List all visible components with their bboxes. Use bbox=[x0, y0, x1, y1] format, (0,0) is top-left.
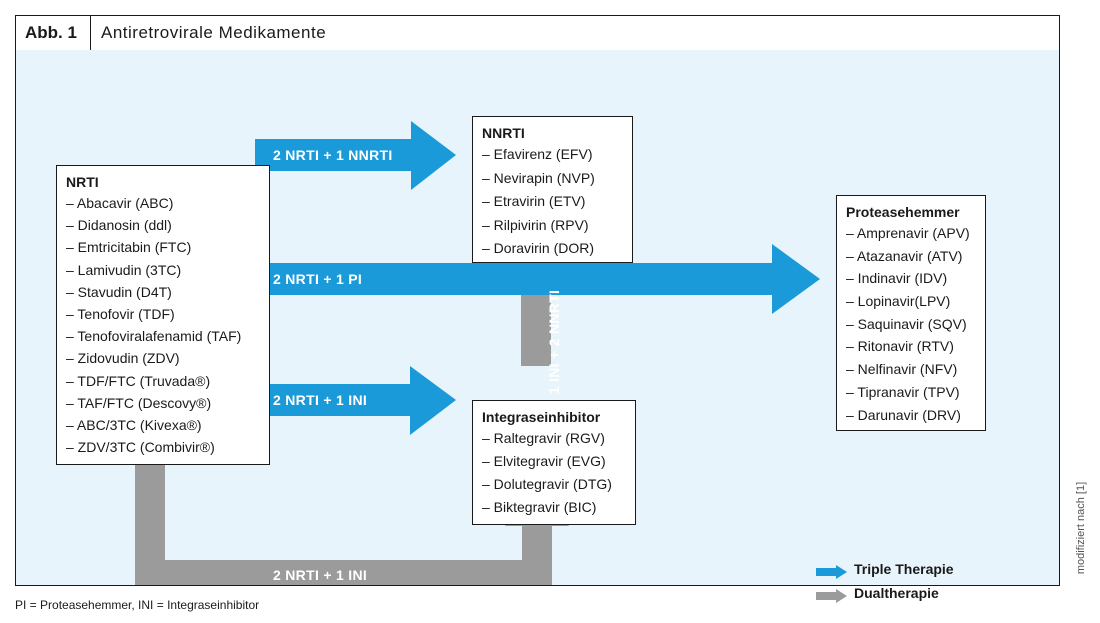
nnrti-item: – Etravirin (ETV) bbox=[482, 193, 586, 209]
protease-item: – Tipranavir (TPV) bbox=[846, 383, 960, 400]
legend: Triple Therapie Dualtherapie bbox=[816, 560, 986, 608]
nrti-box: NRTI – Abacavir (ABC) – Didanosin (ddl) … bbox=[56, 165, 270, 465]
nrti-item: – ABC/3TC (Kivexa®) bbox=[66, 416, 202, 433]
arrow-label-dual-vertical: 1 INI + 2 NNRTI bbox=[546, 289, 562, 395]
protease-item: – Atazanavir (ATV) bbox=[846, 247, 963, 264]
arrow-label-to-protease: 2 NRTI + 1 PI bbox=[273, 271, 363, 287]
source-note: modifiziert nach [1] bbox=[1075, 481, 1087, 575]
nrti-item: – Emtricitabin (FTC) bbox=[66, 239, 192, 256]
figure-title: Antiretrovirale Medikamente bbox=[101, 23, 327, 42]
nnrti-item: – Efavirenz (EFV) bbox=[482, 146, 593, 162]
legend-row-triple: Triple Therapie bbox=[816, 560, 986, 584]
integrase-item: – Raltegravir (RGV) bbox=[482, 430, 605, 446]
arrow-label-dual-bottom: 2 NRTI + 1 INI bbox=[273, 567, 368, 583]
integrase-box: Integraseinhibitor – Raltegravir (RGV) –… bbox=[472, 400, 636, 525]
protease-item: – Lopinavir(LPV) bbox=[846, 293, 951, 310]
legend-row-dual: Dualtherapie bbox=[816, 584, 986, 608]
nrti-item: – ZDV/3TC (Combivir®) bbox=[66, 439, 215, 456]
protease-item: – Amprenavir (APV) bbox=[846, 225, 970, 241]
diagram-area: 2 NRTI + 1 NNRTI 2 NRTI + 1 PI 2 NRTI + … bbox=[16, 50, 1059, 603]
legend-dual-arrow-icon bbox=[816, 589, 847, 603]
figure-label: Abb. 1 bbox=[16, 16, 91, 50]
nrti-item: – TAF/FTC (Descovy®) bbox=[66, 394, 212, 411]
protease-item: – Indinavir (IDV) bbox=[846, 270, 948, 287]
nrti-item: – Tenofovir (TDF) bbox=[66, 305, 175, 322]
triple-arrow-to-nnrti bbox=[255, 121, 456, 190]
protease-item: – Nelfinavir (NFV) bbox=[846, 361, 958, 378]
legend-dual-label: Dualtherapie bbox=[854, 585, 939, 601]
nrti-title: NRTI bbox=[66, 174, 99, 190]
nrti-item: – Zidovudin (ZDV) bbox=[66, 350, 180, 367]
protease-box: Proteasehemmer – Amprenavir (APV) – Ataz… bbox=[836, 195, 986, 431]
nrti-item: – Didanosin (ddl) bbox=[66, 217, 172, 234]
figure-header: Abb. 1 Antiretrovirale Medikamente bbox=[16, 16, 1059, 51]
nnrti-item: – Doravirin (DOR) bbox=[482, 240, 595, 256]
dual-therapy-arrow-bottom bbox=[135, 416, 569, 585]
integrase-item: – Biktegravir (BIC) bbox=[482, 499, 597, 515]
nrti-item: – Stavudin (D4T) bbox=[66, 283, 172, 300]
protease-item: – Ritonavir (RTV) bbox=[846, 338, 954, 355]
nnrti-title: NNRTI bbox=[482, 125, 525, 141]
nrti-item: – TDF/FTC (Truvada®) bbox=[66, 372, 211, 389]
legend-triple-label: Triple Therapie bbox=[854, 561, 954, 577]
triple-arrow-to-protease bbox=[255, 244, 820, 314]
legend-triple-arrow-icon bbox=[816, 565, 847, 579]
nnrti-item: – Rilpivirin (RPV) bbox=[482, 216, 589, 233]
protease-title: Proteasehemmer bbox=[846, 204, 960, 220]
arrow-label-to-integrase: 2 NRTI + 1 INI bbox=[273, 392, 368, 408]
nrti-item: – Lamivudin (3TC) bbox=[66, 261, 182, 278]
protease-item: – Darunavir (DRV) bbox=[846, 406, 961, 423]
protease-item: – Saquinavir (SQV) bbox=[846, 315, 967, 332]
arrow-label-to-nnrti: 2 NRTI + 1 NNRTI bbox=[273, 147, 393, 163]
footnote: PI = Proteasehemmer, INI = Integraseinhi… bbox=[15, 598, 260, 612]
integrase-title: Integraseinhibitor bbox=[482, 409, 601, 425]
nrti-item: – Abacavir (ABC) bbox=[66, 195, 174, 211]
nnrti-item: – Nevirapin (NVP) bbox=[482, 169, 595, 186]
nrti-item: – Tenofoviralafenamid (TAF) bbox=[66, 328, 242, 345]
nnrti-box: NNRTI – Efavirenz (EFV) – Nevirapin (NVP… bbox=[472, 116, 633, 263]
triple-arrow-to-integrase bbox=[255, 366, 456, 435]
integrase-item: – Elvitegravir (EVG) bbox=[482, 453, 606, 469]
integrase-item: – Dolutegravir (DTG) bbox=[482, 476, 612, 492]
figure-frame: Abb. 1 Antiretrovirale Medikamente 2 NRT… bbox=[15, 15, 1060, 603]
